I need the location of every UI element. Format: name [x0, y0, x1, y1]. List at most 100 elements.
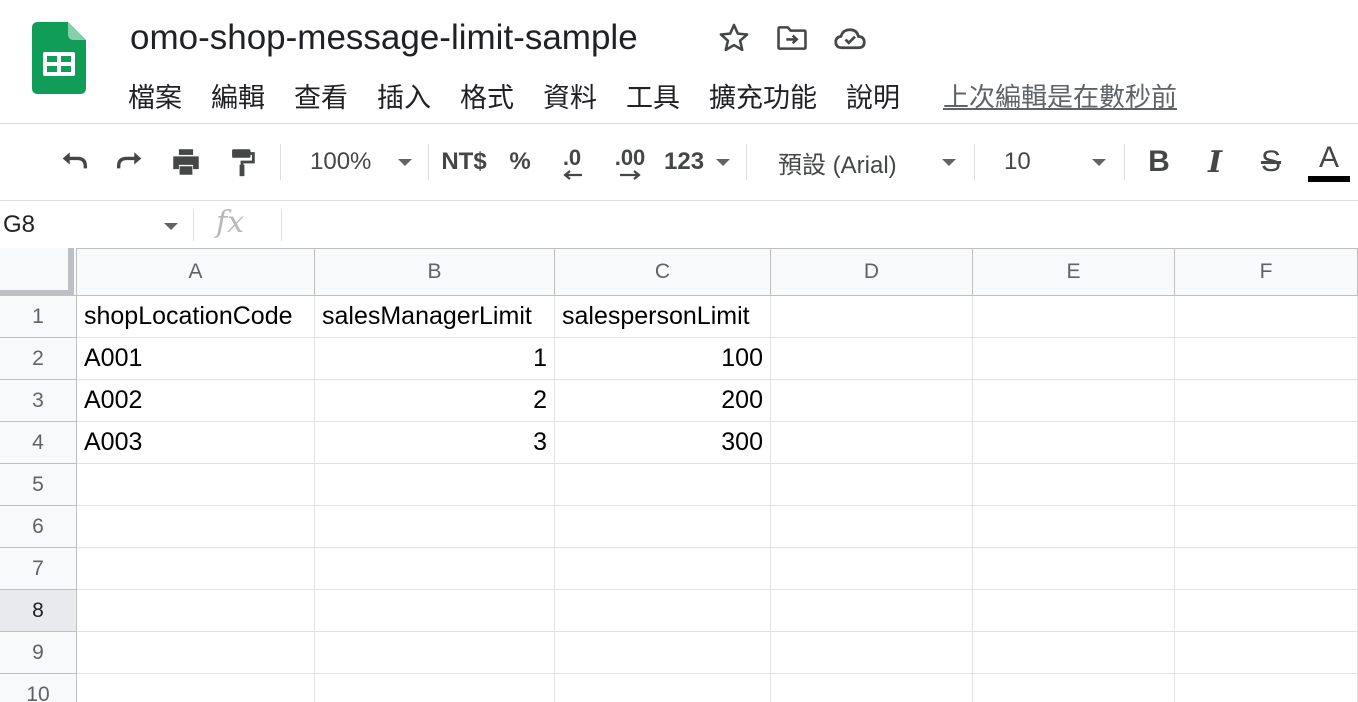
cell-c1[interactable]: salespersonLimit	[555, 296, 771, 338]
cell-b2[interactable]: 1	[315, 338, 555, 380]
column-header-d[interactable]: D	[771, 248, 973, 296]
menu-help[interactable]: 說明	[846, 82, 900, 113]
font-family-select[interactable]: 預設 (Arial)	[768, 138, 960, 186]
column-header-f[interactable]: F	[1175, 248, 1358, 296]
select-all-corner[interactable]	[0, 248, 77, 296]
cell-d10[interactable]	[771, 674, 973, 702]
column-header-c[interactable]: C	[555, 248, 771, 296]
name-box[interactable]: G8	[0, 201, 190, 249]
cell-b7[interactable]	[315, 548, 555, 590]
row-header-6[interactable]: 6	[0, 506, 77, 548]
undo-icon[interactable]	[52, 138, 96, 186]
column-header-e[interactable]: E	[973, 248, 1175, 296]
menu-data[interactable]: 資料	[543, 82, 597, 113]
last-edit-link[interactable]: 上次編輯是在數秒前	[943, 81, 1178, 112]
more-formats-button[interactable]: 123	[664, 138, 730, 186]
row-header-10[interactable]: 10	[0, 674, 77, 702]
row-header-2[interactable]: 2	[0, 338, 77, 380]
cell-f4[interactable]	[1175, 422, 1358, 464]
formula-input[interactable]	[292, 201, 1352, 249]
cell-a7[interactable]	[77, 548, 315, 590]
paint-format-icon[interactable]	[220, 138, 264, 186]
cell-e8[interactable]	[973, 590, 1175, 632]
currency-format-button[interactable]: NT$	[441, 148, 487, 175]
cell-d3[interactable]	[771, 380, 973, 422]
cell-d7[interactable]	[771, 548, 973, 590]
cell-b9[interactable]	[315, 632, 555, 674]
cell-c10[interactable]	[555, 674, 771, 702]
strikethrough-button[interactable]: S	[1260, 145, 1281, 178]
row-header-8[interactable]: 8	[0, 590, 77, 632]
cell-a2[interactable]: A001	[77, 338, 315, 380]
cell-c5[interactable]	[555, 464, 771, 506]
cell-d9[interactable]	[771, 632, 973, 674]
chevron-down-icon[interactable]	[164, 223, 178, 230]
menu-file[interactable]: 檔案	[128, 82, 182, 113]
cell-f2[interactable]	[1175, 338, 1358, 380]
cell-d8[interactable]	[771, 590, 973, 632]
text-color-button[interactable]: A	[1306, 138, 1352, 186]
cell-b1[interactable]: salesManagerLimit	[315, 296, 555, 338]
menu-edit[interactable]: 編輯	[211, 82, 265, 113]
menu-extensions[interactable]: 擴充功能	[709, 82, 817, 113]
bold-button[interactable]: B	[1148, 145, 1170, 178]
font-size-select[interactable]: 10	[994, 138, 1110, 186]
column-header-b[interactable]: B	[315, 248, 555, 296]
cell-c8[interactable]	[555, 590, 771, 632]
cell-d2[interactable]	[771, 338, 973, 380]
cloud-saved-icon[interactable]	[832, 20, 868, 56]
cell-e2[interactable]	[973, 338, 1175, 380]
menu-insert[interactable]: 插入	[377, 82, 431, 113]
cell-e4[interactable]	[973, 422, 1175, 464]
cell-c3[interactable]: 200	[555, 380, 771, 422]
row-header-7[interactable]: 7	[0, 548, 77, 590]
row-header-9[interactable]: 9	[0, 632, 77, 674]
cell-a10[interactable]	[77, 674, 315, 702]
cell-e7[interactable]	[973, 548, 1175, 590]
menu-view[interactable]: 查看	[294, 82, 348, 113]
cell-b3[interactable]: 2	[315, 380, 555, 422]
document-title[interactable]: omo-shop-message-limit-sample	[130, 18, 638, 57]
italic-button[interactable]: I	[1207, 144, 1223, 180]
decrease-decimal-button[interactable]: .0	[550, 138, 594, 186]
cell-b4[interactable]: 3	[315, 422, 555, 464]
row-header-4[interactable]: 4	[0, 422, 77, 464]
cell-e10[interactable]	[973, 674, 1175, 702]
cell-d6[interactable]	[771, 506, 973, 548]
cell-a1[interactable]: shopLocationCode	[77, 296, 315, 338]
cell-a6[interactable]	[77, 506, 315, 548]
cell-c4[interactable]: 300	[555, 422, 771, 464]
cell-e6[interactable]	[973, 506, 1175, 548]
cell-f8[interactable]	[1175, 590, 1358, 632]
cell-a3[interactable]: A002	[77, 380, 315, 422]
percent-format-button[interactable]: %	[509, 148, 531, 175]
cell-c7[interactable]	[555, 548, 771, 590]
cell-f7[interactable]	[1175, 548, 1358, 590]
cell-b5[interactable]	[315, 464, 555, 506]
cell-e5[interactable]	[973, 464, 1175, 506]
cell-d4[interactable]	[771, 422, 973, 464]
cell-f5[interactable]	[1175, 464, 1358, 506]
cell-b6[interactable]	[315, 506, 555, 548]
row-header-1[interactable]: 1	[0, 296, 77, 338]
cell-f1[interactable]	[1175, 296, 1358, 338]
cell-c9[interactable]	[555, 632, 771, 674]
cell-e9[interactable]	[973, 632, 1175, 674]
cell-a4[interactable]: A003	[77, 422, 315, 464]
sheets-logo-icon[interactable]	[32, 22, 86, 94]
increase-decimal-button[interactable]: .00	[604, 138, 656, 186]
star-icon[interactable]	[716, 20, 752, 56]
freeze-column-handle[interactable]	[68, 248, 74, 296]
row-header-3[interactable]: 3	[0, 380, 77, 422]
cell-c2[interactable]: 100	[555, 338, 771, 380]
cell-d1[interactable]	[771, 296, 973, 338]
redo-icon[interactable]	[108, 138, 152, 186]
print-icon[interactable]	[164, 138, 208, 186]
cell-f10[interactable]	[1175, 674, 1358, 702]
cell-e3[interactable]	[973, 380, 1175, 422]
column-header-a[interactable]: A	[77, 248, 315, 296]
cell-a5[interactable]	[77, 464, 315, 506]
zoom-select[interactable]: 100%	[296, 138, 420, 186]
menu-tools[interactable]: 工具	[626, 82, 680, 113]
freeze-row-handle[interactable]	[0, 290, 74, 296]
